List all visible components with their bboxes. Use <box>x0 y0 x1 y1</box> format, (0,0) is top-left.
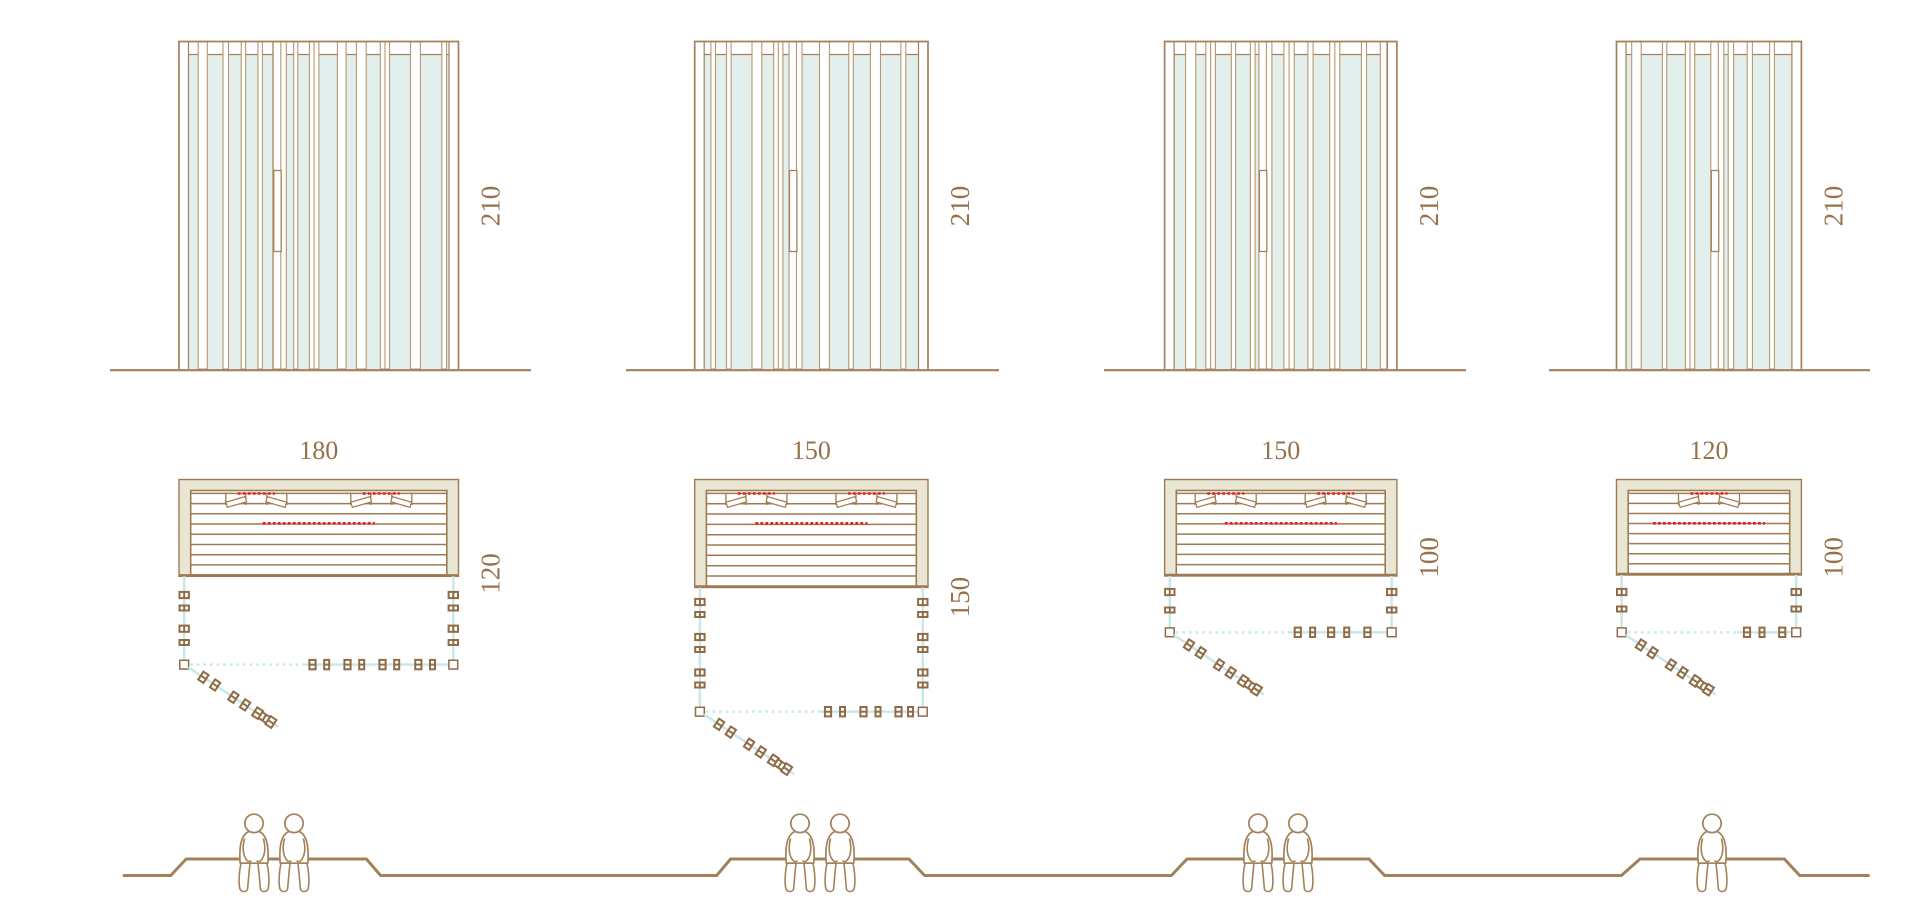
svg-text:180: 180 <box>299 436 338 465</box>
svg-text:100: 100 <box>1818 537 1848 578</box>
svg-text:210: 210 <box>1818 186 1848 227</box>
svg-text:210: 210 <box>945 186 975 227</box>
svg-text:210: 210 <box>1414 186 1444 227</box>
svg-text:150: 150 <box>792 436 831 465</box>
svg-text:120: 120 <box>476 553 506 594</box>
svg-text:150: 150 <box>1261 436 1300 465</box>
svg-text:150: 150 <box>945 577 975 618</box>
svg-text:210: 210 <box>476 186 506 227</box>
svg-text:100: 100 <box>1414 537 1444 578</box>
svg-text:120: 120 <box>1690 436 1729 465</box>
